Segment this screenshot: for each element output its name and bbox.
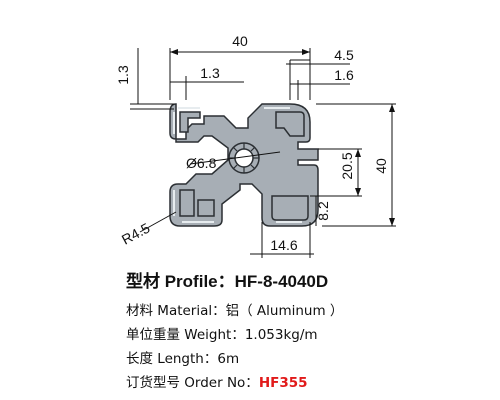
dim-slot-opening-label: 1.6 (334, 67, 354, 83)
dimension-labels: 40 4.5 1.6 1.3 1.3 Ø6.8 20.5 40 8.2 14.6… (115, 33, 389, 253)
center-bore (228, 142, 260, 174)
dim-center-bore-label: Ø6.8 (186, 155, 217, 171)
order-number: HF355 (258, 375, 308, 391)
dim-corner-radius-label: R4.5 (119, 219, 153, 247)
aluminum-profile-section (169, 103, 319, 227)
material-value: 铝（ Aluminum ） (225, 303, 344, 319)
profile-drawing: 40 4.5 1.6 1.3 1.3 Ø6.8 20.5 40 8.2 14.6… (115, 33, 396, 258)
length-label: 长度 Length： (126, 351, 218, 367)
profile-title-value: HF-8-4040D (234, 272, 329, 291)
order-label: 订货型号 Order No： (126, 375, 259, 391)
pocket-lower-left-inner (197, 199, 215, 217)
weight-row: 单位重量 Weight：1.053kg/m (126, 323, 496, 347)
spec-panel: 型材 Profile：HF-8-4040D 材料 Material：铝（ Alu… (126, 268, 496, 395)
profile-title-label: 型材 Profile： (126, 272, 235, 291)
dim-height-label: 40 (373, 158, 389, 174)
length-value: 6m (217, 351, 240, 367)
length-row: 长度 Length：6m (126, 347, 496, 371)
dim-slot-offset-label: 4.5 (334, 47, 354, 63)
material-row: 材料 Material：铝（ Aluminum ） (126, 299, 496, 323)
order-row: 订货型号 Order No：HF355 (126, 371, 496, 395)
pocket-upper-right (275, 111, 305, 137)
dimension-lines (130, 48, 396, 258)
dim-wall-thickness-label: 1.3 (200, 65, 220, 81)
profile-title: 型材 Profile：HF-8-4040D (126, 268, 496, 296)
dim-slot-depth-label: 8.2 (315, 201, 331, 221)
material-label: 材料 Material： (126, 303, 226, 319)
pocket-upper-left (179, 111, 201, 133)
dim-width-label: 40 (232, 33, 248, 49)
dim-slot-width-label: 14.6 (270, 237, 297, 253)
pocket-lower-left (179, 189, 195, 217)
dim-wall-thickness-side-label: 1.3 (115, 65, 131, 85)
dim-slot-spacing-label: 20.5 (339, 152, 355, 179)
weight-label: 单位重量 Weight： (126, 327, 245, 343)
weight-value: 1.053kg/m (244, 327, 318, 343)
pocket-lower-right (271, 195, 309, 221)
